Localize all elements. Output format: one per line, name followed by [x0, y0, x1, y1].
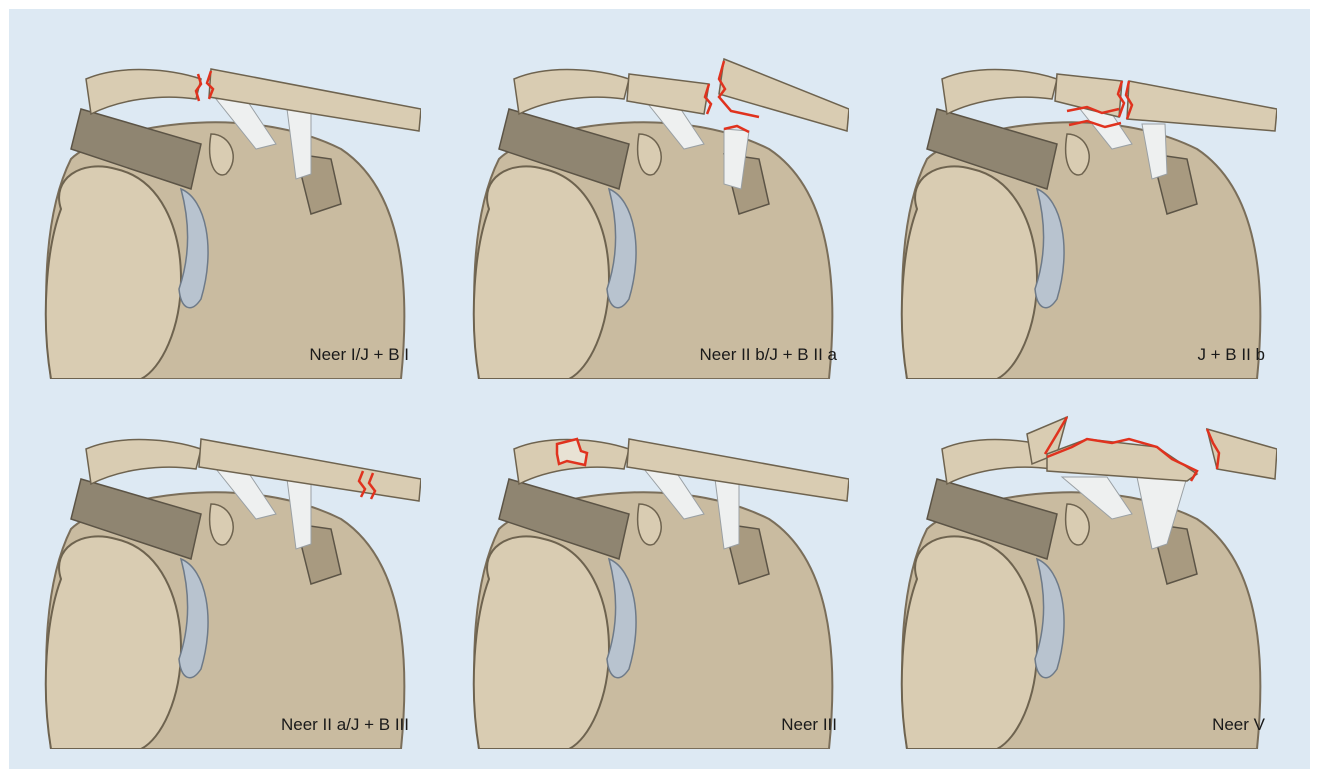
shoulder-illustration: [897, 409, 1277, 749]
panel-iib: J + B II b: [897, 39, 1277, 379]
shoulder-illustration: [897, 39, 1277, 379]
shoulder-illustration: [469, 39, 849, 379]
panel-label: Neer II a/J + B III: [281, 715, 409, 735]
panel-label: Neer I/J + B I: [309, 345, 409, 365]
figure-frame: Neer I/J + B I Neer II b/J + B II a: [9, 9, 1310, 769]
panel-label: Neer V: [1212, 715, 1265, 735]
panel-neer-i: Neer I/J + B I: [41, 39, 421, 379]
panel-neer-iii: Neer III: [469, 409, 849, 749]
panel-label: Neer II b/J + B II a: [700, 345, 837, 365]
shoulder-illustration: [469, 409, 849, 749]
shoulder-illustration: [41, 39, 421, 379]
panel-neer-iia: Neer II a/J + B III: [41, 409, 421, 749]
panel-neer-iib: Neer II b/J + B II a: [469, 39, 849, 379]
shoulder-illustration: [41, 409, 421, 749]
panel-label: J + B II b: [1197, 345, 1265, 365]
panel-label: Neer III: [781, 715, 837, 735]
panel-neer-v: Neer V: [897, 409, 1277, 749]
